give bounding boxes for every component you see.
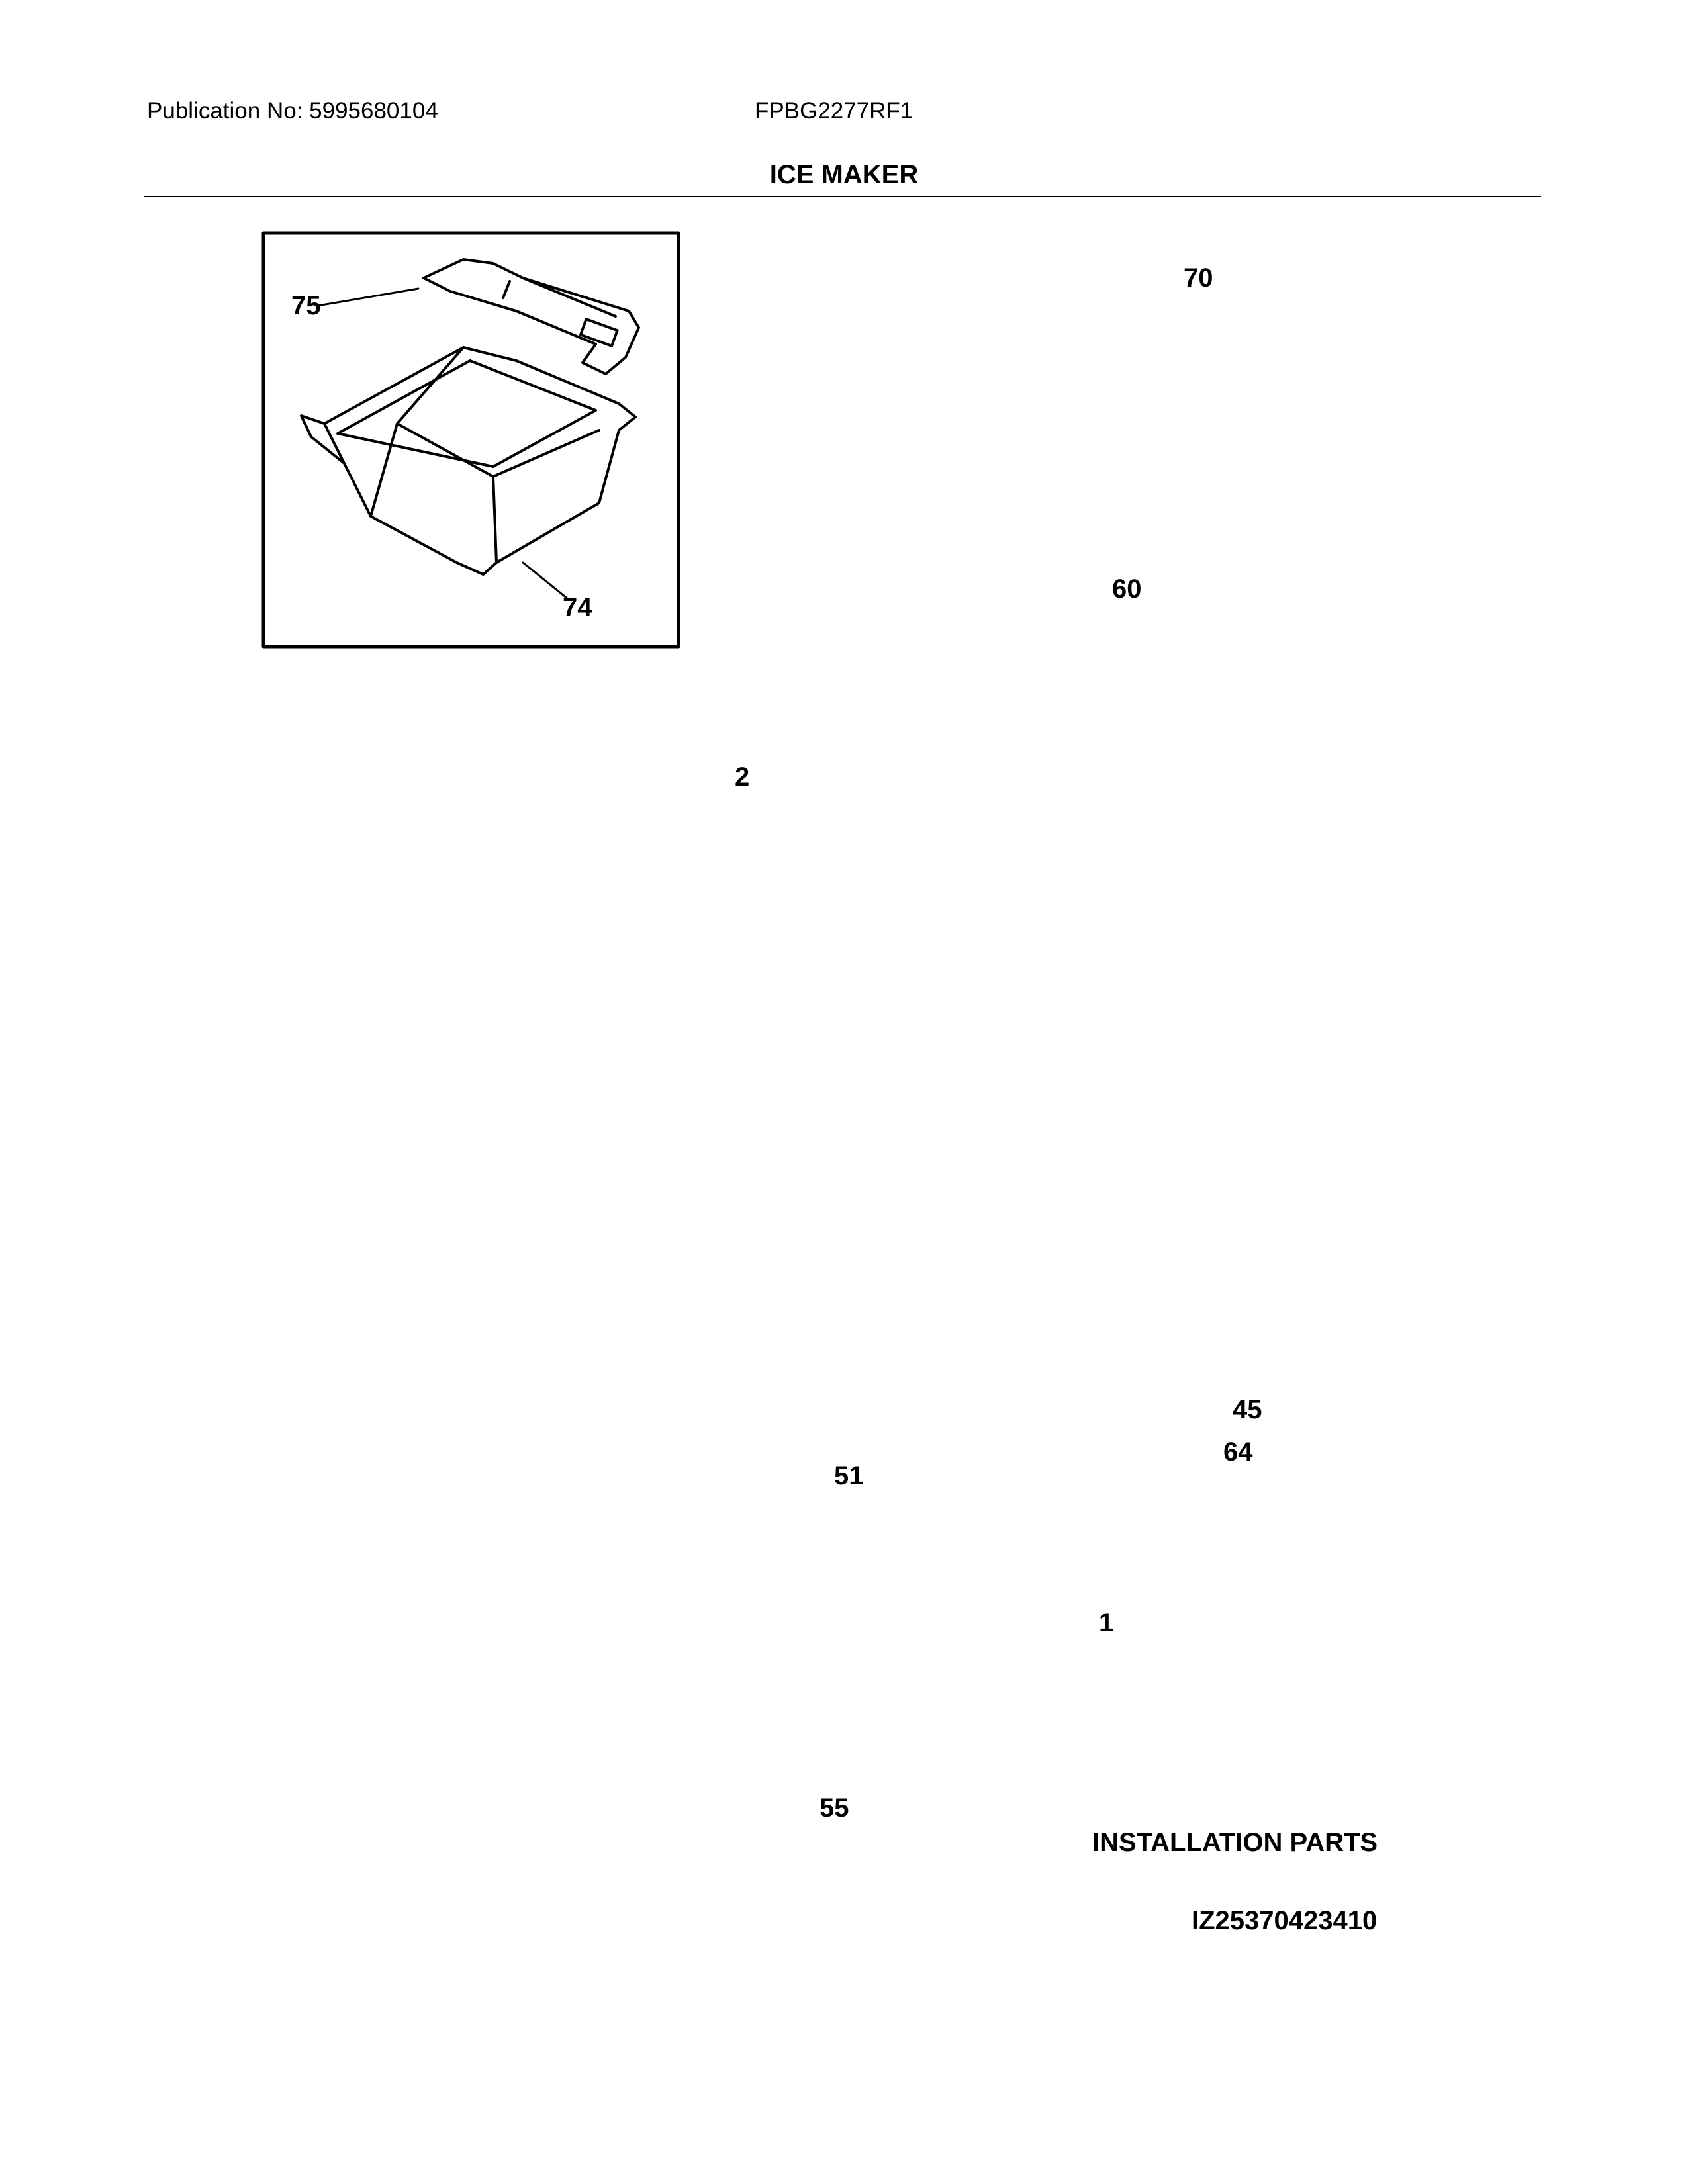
callout-70: 70 — [1184, 263, 1213, 293]
page-title: ICE MAKER — [769, 160, 919, 189]
callout-74: 74 — [563, 593, 592, 622]
callout-75: 75 — [291, 291, 321, 320]
callout-1: 1 — [1099, 1608, 1114, 1637]
callout-64: 64 — [1223, 1437, 1253, 1467]
callout-55: 55 — [820, 1794, 849, 1823]
installation-parts-title: INSTALLATION PARTS — [1092, 1828, 1378, 1857]
publication-number: Publication No: 5995680104 — [147, 98, 438, 124]
ice-bucket-part-74 — [300, 346, 637, 600]
callout-45: 45 — [1233, 1395, 1262, 1424]
diagram-id: IZ25370423410 — [1192, 1906, 1378, 1935]
header-divider — [144, 196, 1541, 197]
callout-60: 60 — [1112, 574, 1142, 604]
ice-bucket-inset — [261, 231, 680, 649]
callout-2: 2 — [735, 762, 750, 792]
bucket-cover-part-75 — [316, 258, 640, 375]
callout-51: 51 — [834, 1461, 864, 1490]
model-number: FPBG2277RF1 — [755, 98, 914, 124]
